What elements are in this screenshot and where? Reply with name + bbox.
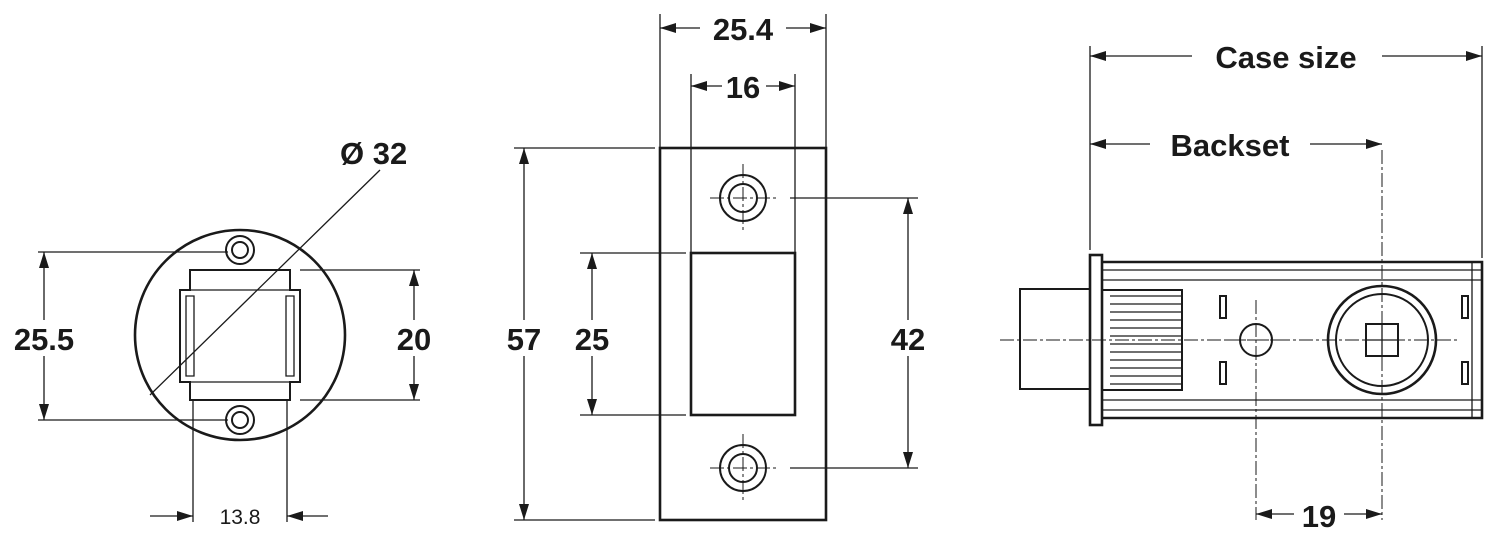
spindle-offset-dimension: 19 (1256, 498, 1382, 534)
plate-screw-pitch-label: 42 (891, 322, 925, 357)
mechanism-width-dimension: 13.8 (150, 400, 328, 529)
backset-label: Backset (1171, 128, 1290, 163)
case-size-label: Case size (1215, 40, 1356, 75)
plate-width-label: 25.4 (713, 12, 774, 47)
lower-screw-hole (225, 405, 255, 435)
plate-height-dimension: 57 (500, 147, 655, 521)
diameter-leader (149, 169, 381, 396)
diameter-label: Ø 32 (340, 136, 407, 171)
strike-plate-view: 25.4 16 57 (500, 10, 934, 522)
strike-plate-outline (658, 146, 828, 522)
strike-upper-screw-hole (710, 164, 776, 232)
mechanism-height-dimension: 20 (300, 269, 440, 401)
opening-height-label: 25 (575, 322, 609, 357)
strike-lower-screw-hole (710, 434, 776, 502)
plate-inner-width-label: 16 (726, 70, 760, 105)
plate-width-dimension: 25.4 (659, 10, 827, 148)
latch-bolt-outline (179, 269, 301, 401)
screw-pitch-dimension: 25.5 (4, 251, 228, 421)
latch-bolt (1019, 288, 1091, 390)
mechanism-height-label: 20 (397, 322, 431, 357)
spindle-offset-label: 19 (1302, 499, 1336, 534)
plate-height-label: 57 (507, 322, 541, 357)
latch-case-body (1102, 260, 1484, 420)
case-size-dimension: Case size (1089, 38, 1483, 258)
strike-opening (689, 251, 797, 417)
upper-screw-hole (225, 235, 255, 265)
mechanism-width-label: 13.8 (220, 506, 261, 529)
screw-pitch-label: 25.5 (14, 322, 74, 357)
front-face-view: Ø 32 25.5 20 (4, 136, 440, 529)
opening-height-dimension: 25 (568, 252, 686, 416)
spindle-follower (1326, 150, 1438, 520)
faceplate-circle (133, 228, 347, 442)
plate-screw-pitch-dimension: 42 (790, 197, 934, 469)
plate-inner-width-dimension: 16 (690, 68, 796, 253)
backset-dimension: Backset (1090, 126, 1382, 163)
case-slots (1219, 295, 1469, 385)
side-view: Case size Backset 19 (1000, 38, 1484, 534)
